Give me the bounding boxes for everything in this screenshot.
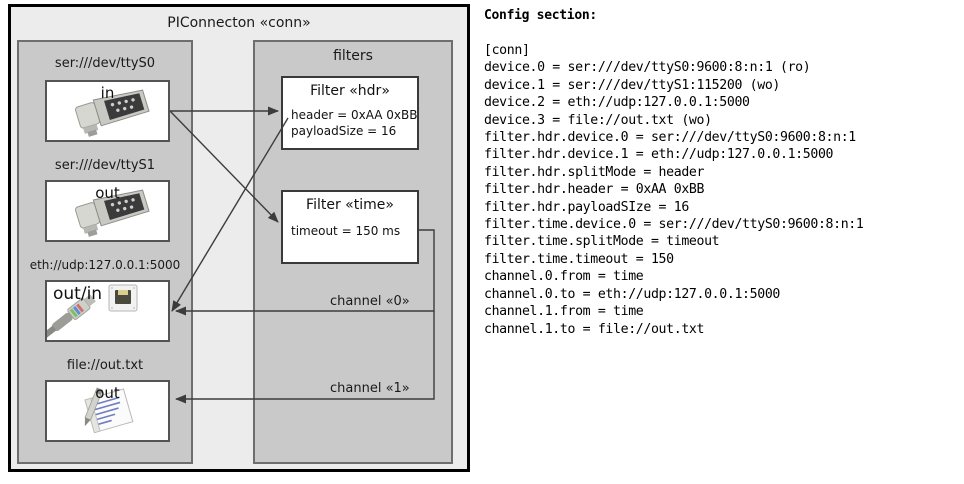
filter-box-time[interactable]: Filter «time» timeout = 150 ms (281, 190, 419, 264)
device-card-file[interactable]: out (45, 380, 170, 442)
device-label-eth: out/in (53, 284, 103, 304)
device-card-eth[interactable]: out/in (45, 280, 170, 342)
edge-filter-hdr-to-eth (171, 117, 289, 312)
filter-box-hdr[interactable]: Filter «hdr» header = 0xAA 0xBB payloadS… (281, 76, 419, 150)
device-caption-ser0-wrap: ser:///dev/ttyS0 (17, 56, 193, 71)
config-section: Config section: [conn] device.0 = ser://… (480, 0, 964, 484)
edge-channel-0 (175, 229, 435, 316)
outer-frame-title: PIConnecton «conn» (167, 15, 311, 31)
connector-diagram: PIConnecton «conn» filters ser:///dev/tt… (0, 0, 478, 484)
filter-attr-hdr-payload: payloadSize = 16 (291, 124, 397, 138)
edge-ser0-to-filter-time (169, 110, 279, 223)
serial-db9-connector-icon (75, 189, 150, 237)
serial-db9-connector-icon (75, 89, 150, 137)
device-caption-file: file://out.txt (66, 358, 144, 373)
config-text: [conn] device.0 = ser:///dev/ttyS0:9600:… (484, 43, 864, 337)
device-card-ser0[interactable]: in (45, 80, 170, 142)
device-caption-ser0: ser:///dev/ttyS0 (54, 56, 156, 71)
device-card-ser1[interactable]: out (45, 180, 170, 242)
edge-channel-1 (175, 311, 435, 404)
edges-layer (169, 106, 435, 404)
device-label-file: out (95, 384, 120, 402)
device-label-ser1: out (95, 184, 120, 202)
device-label-ser0: in (100, 84, 115, 102)
channel-label-0: channel «0» (330, 294, 410, 309)
filter-attr-time-timeout: timeout = 150 ms (291, 224, 401, 238)
channel-label-1: channel «1» (330, 381, 410, 396)
filter-title-hdr: Filter «hdr» (310, 83, 390, 99)
filters-group-title: filters (333, 48, 373, 64)
device-caption-eth: eth://udp:127.0.0.1:5000 (29, 258, 181, 272)
config-heading: Config section: (484, 8, 597, 23)
device-caption-file-wrap: file://out.txt (17, 358, 193, 373)
device-caption-ser1: ser:///dev/ttyS1 (54, 158, 156, 173)
filter-title-time: Filter «time» (306, 197, 394, 213)
filter-attr-hdr-header: header = 0xAA 0xBB (291, 108, 418, 122)
device-caption-ser1-wrap: ser:///dev/ttyS1 (17, 158, 193, 173)
text-file-pencil-icon (84, 387, 134, 434)
device-caption-eth-wrap: eth://udp:127.0.0.1:5000 (17, 258, 193, 272)
ethernet-rj45-icon (47, 284, 138, 339)
